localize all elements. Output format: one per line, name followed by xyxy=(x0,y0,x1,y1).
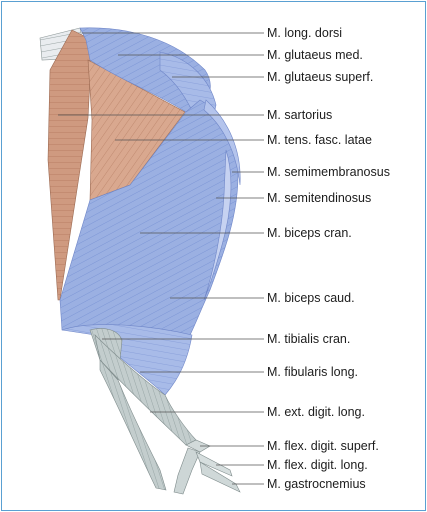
label-extensor-digitorum-longus: M. ext. digit. long. xyxy=(267,405,365,419)
label-semimembranosus: M. semimembranosus xyxy=(267,165,390,179)
label-flexor-digitorum-longus: M. flex. digit. long. xyxy=(267,458,368,472)
label-tibialis-cranialis: M. tibialis cran. xyxy=(267,332,350,346)
label-glutaeus-medius: M. glutaeus med. xyxy=(267,48,363,62)
label-tensor-fasciae-latae: M. tens. fasc. latae xyxy=(267,133,372,147)
label-glutaeus-superficialis: M. glutaeus superf. xyxy=(267,70,373,84)
label-gastrocnemius: M. gastrocnemius xyxy=(267,477,366,491)
label-biceps-cranialis: M. biceps cran. xyxy=(267,226,352,240)
label-flexor-digitorum-superficialis: M. flex. digit. superf. xyxy=(267,439,379,453)
label-semitendinosus: M. semitendinosus xyxy=(267,191,371,205)
label-long-dorsi: M. long. dorsi xyxy=(267,26,342,40)
label-sartorius: M. sartorius xyxy=(267,108,332,122)
label-biceps-caudalis: M. biceps caud. xyxy=(267,291,355,305)
label-fibularis-longus: M. fibularis long. xyxy=(267,365,358,379)
